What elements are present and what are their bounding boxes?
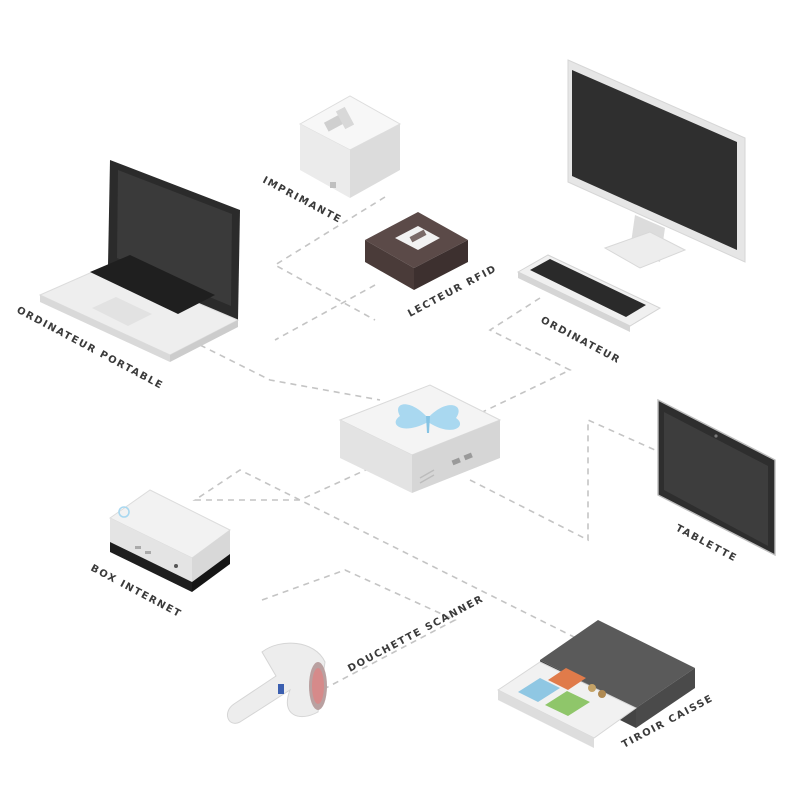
- wire-ordinateur-portable: [199, 344, 381, 401]
- wire-lecteur-rfid: [274, 284, 376, 341]
- desktop-monitor-icon: [567, 59, 746, 269]
- receipt-printer-icon: [298, 95, 402, 198]
- wire-ordinateur: [469, 297, 572, 419]
- keyboard-icon: [516, 254, 662, 332]
- laptop-icon: [38, 160, 240, 362]
- wire-douchette-scanner: [261, 569, 457, 691]
- label-ordinateur: ORDINATEUR: [539, 315, 623, 367]
- connection-wires: [192, 196, 656, 691]
- label-douchette-scanner: DOUCHETTE SCANNER: [346, 593, 486, 674]
- central-hub-device: [338, 384, 502, 493]
- barcode-scanner-icon: [226, 642, 327, 724]
- hub-ports: [419, 452, 473, 484]
- wire-tablette: [469, 418, 656, 542]
- cash-drawer-icon: [497, 620, 695, 748]
- internet-box-icon: [109, 489, 231, 592]
- wire-box-internet: [192, 467, 581, 641]
- butterfly-icon: [395, 404, 461, 433]
- rfid-reader-icon: [365, 212, 468, 290]
- tablet-icon: [657, 398, 776, 557]
